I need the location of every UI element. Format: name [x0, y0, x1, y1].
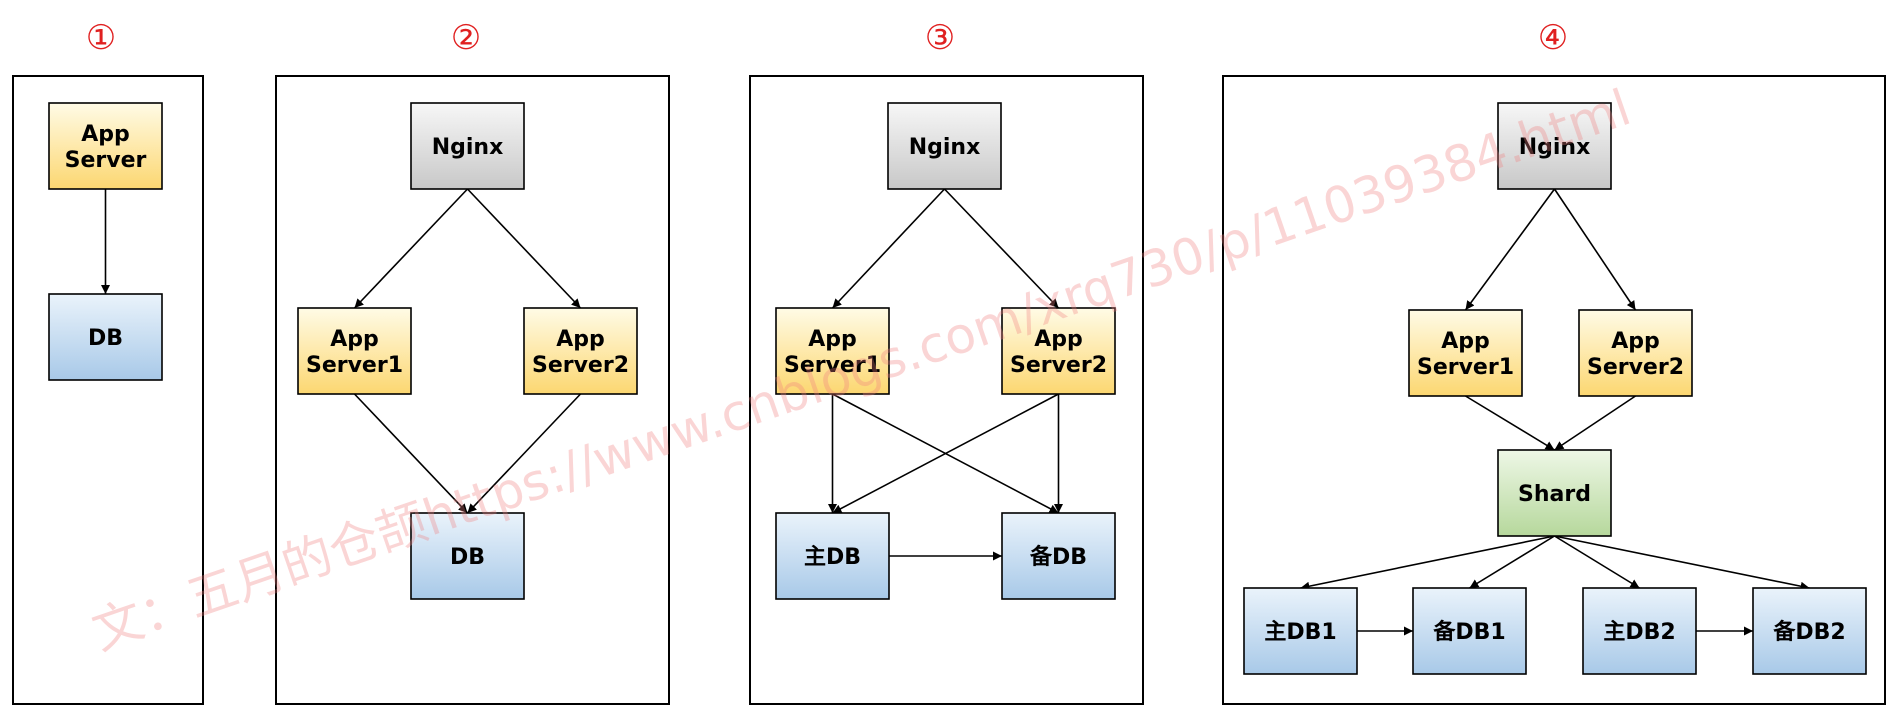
node-app1-label: Server1 — [1417, 355, 1514, 380]
node-app2-label: Server2 — [1587, 355, 1684, 380]
node-backup-label: 备DB — [1029, 544, 1087, 570]
node-b2-label: 备DB2 — [1772, 619, 1845, 645]
node-nginx-label: Nginx — [909, 135, 981, 160]
node-nginx: Nginx — [1497, 102, 1612, 190]
edge-app2-to-master — [832, 393, 1059, 514]
node-backup-box — [1001, 512, 1116, 600]
panel-3-frame — [749, 75, 1144, 705]
node-app1-box — [775, 307, 890, 395]
edge-shard-to-b2 — [1554, 535, 1810, 591]
edge-nginx-to-app2 — [943, 188, 1060, 309]
node-app1-box — [297, 307, 412, 395]
node-app1-label: App — [1441, 329, 1490, 354]
edge-app2-to-shard — [1554, 395, 1636, 451]
node-b1-box — [1412, 587, 1527, 675]
panel-2-number: ② — [451, 18, 481, 58]
node-app1-label: App — [808, 327, 857, 352]
node-app2-box — [523, 307, 638, 395]
node-m2-label: 主DB2 — [1603, 620, 1675, 645]
edge-nginx-to-app2 — [1553, 188, 1637, 311]
node-nginx: Nginx — [410, 102, 525, 190]
node-m1-box — [1243, 587, 1358, 675]
node-db-label: DB — [88, 326, 123, 351]
panel-3-number: ③ — [925, 18, 955, 58]
nodes-layer: AppServerDBNginxAppServer1AppServer2DBNg… — [48, 102, 1867, 675]
node-master: 主DB — [775, 512, 890, 600]
node-app1-label: Server1 — [784, 353, 881, 378]
node-b1: 备DB1 — [1412, 587, 1527, 675]
node-app1-box — [1408, 309, 1523, 397]
node-app-label: App — [81, 122, 130, 147]
node-nginx-box — [1497, 102, 1612, 190]
panel-2-frame — [275, 75, 670, 705]
edge-nginx-to-app1 — [831, 188, 946, 309]
edge-app1-to-shard — [1465, 395, 1555, 451]
node-nginx-box — [410, 102, 525, 190]
node-app2-label: Server2 — [532, 353, 629, 378]
node-app1-label: Server1 — [306, 353, 403, 378]
node-app1-label: App — [330, 327, 379, 352]
node-m2-box — [1582, 587, 1697, 675]
node-backup: 备DB — [1001, 512, 1116, 600]
node-shard-label: Shard — [1518, 482, 1591, 507]
node-db: DB — [410, 512, 525, 600]
node-shard-box — [1497, 449, 1612, 537]
node-b2-box — [1752, 587, 1867, 675]
node-app2-box — [1001, 307, 1116, 395]
edge-nginx-to-app1 — [1464, 188, 1556, 311]
edge-shard-to-m1 — [1300, 535, 1555, 591]
node-b1-label: 备DB1 — [1432, 619, 1505, 645]
node-m1: 主DB1 — [1243, 587, 1358, 675]
node-app-box — [48, 102, 163, 190]
node-nginx: Nginx — [887, 102, 1002, 190]
panel-4-number: ④ — [1538, 18, 1568, 58]
node-app2-label: App — [1611, 329, 1660, 354]
node-nginx-label: Nginx — [432, 135, 504, 160]
panel-1-number: ① — [86, 18, 116, 58]
node-app2-label: App — [556, 327, 605, 352]
edges-layer — [101, 188, 1810, 636]
node-nginx-box — [887, 102, 1002, 190]
node-master-label: 主DB — [804, 545, 861, 570]
edge-app2-to-db — [466, 393, 582, 514]
node-db: DB — [48, 293, 163, 381]
node-master-box — [775, 512, 890, 600]
edge-app1-to-db — [353, 393, 469, 514]
node-app2-box — [1578, 309, 1693, 397]
node-nginx-label: Nginx — [1519, 135, 1591, 160]
panel-1-frame — [12, 75, 204, 705]
node-db-box — [48, 293, 163, 381]
node-m2: 主DB2 — [1582, 587, 1697, 675]
node-m1-label: 主DB1 — [1264, 620, 1336, 645]
node-db-label: DB — [450, 545, 485, 570]
node-app-label: Server — [65, 148, 147, 173]
node-b2: 备DB2 — [1752, 587, 1867, 675]
node-app2-label: App — [1034, 327, 1083, 352]
node-shard: Shard — [1497, 449, 1612, 537]
panels-layer: ① ② ③ ④ — [12, 18, 1886, 705]
edge-shard-to-m2 — [1554, 535, 1640, 589]
node-db-box — [410, 512, 525, 600]
edge-nginx-to-app1 — [353, 188, 469, 309]
node-app2-label: Server2 — [1010, 353, 1107, 378]
edge-nginx-to-app2 — [466, 188, 582, 309]
edge-shard-to-b1 — [1469, 535, 1555, 589]
panel-4-frame — [1222, 75, 1886, 705]
